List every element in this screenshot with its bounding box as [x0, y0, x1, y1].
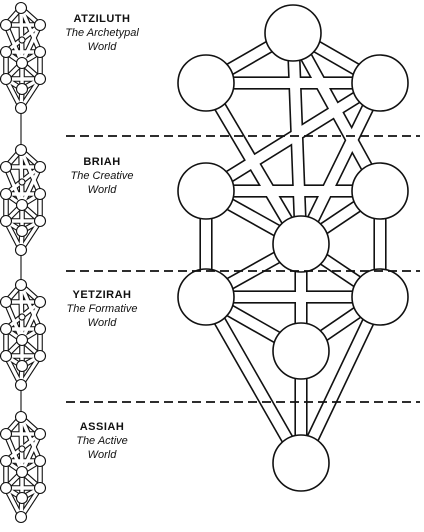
large-path-fill: [296, 80, 385, 247]
small-sephirah: [14, 410, 28, 424]
small-sephirah: [15, 465, 29, 479]
large-sephirah: [177, 268, 235, 326]
small-sephirah: [15, 82, 29, 96]
small-path-fill: [19, 284, 42, 330]
small-sephirah: [0, 18, 13, 32]
small-sephiroth: [0, 1, 47, 115]
small-sephirah: [0, 322, 13, 336]
world-subtitle: World: [87, 184, 117, 196]
large-sephirah: [264, 4, 322, 62]
small-sephiroth: [0, 143, 47, 257]
large-sephirah: [351, 162, 409, 220]
small-daath: [18, 36, 26, 44]
world-label-briah: BRIAH The Creative World: [62, 155, 142, 197]
small-sephirah: [0, 187, 13, 201]
small-sephirah: [33, 214, 47, 228]
large-tree: [177, 4, 409, 492]
small-path-fill: [19, 7, 42, 53]
small-trees: [0, 1, 47, 524]
large-path-fill: [201, 294, 306, 466]
small-sephirah: [14, 510, 28, 524]
small-sephirah: [0, 295, 13, 309]
small-sephirah: [0, 214, 13, 228]
small-path-fill: [19, 416, 42, 462]
world-dividers: [66, 135, 420, 403]
small-sephirah: [33, 481, 47, 495]
small-path-fill: [20, 166, 42, 206]
large-path-fill: [288, 30, 385, 194]
small-sephirah: [33, 160, 47, 174]
world-subtitle: The Active: [76, 435, 128, 447]
small-path-fill: [19, 416, 24, 473]
world-name: ATZILUTH: [73, 13, 131, 25]
large-sephirah: [351, 268, 409, 326]
large-path-fill: [288, 32, 306, 245]
world-label-assiah: ASSIAH The Active World: [62, 420, 142, 462]
small-sephirah: [0, 481, 13, 495]
small-sephirah: [14, 378, 28, 392]
world-subtitle: The Archetypal: [65, 27, 139, 39]
large-sephirah: [272, 215, 330, 273]
small-sephirah: [0, 72, 13, 86]
small-sephirah: [0, 349, 13, 363]
small-sephirah: [15, 56, 29, 70]
small-sephirah: [33, 454, 47, 468]
small-sephirah: [33, 295, 47, 309]
large-sephirah: [272, 322, 330, 380]
small-sephirah: [33, 427, 47, 441]
small-sephirah: [0, 427, 13, 441]
small-sephirah: [14, 243, 28, 257]
large-tree-sephiroth: [177, 4, 409, 492]
small-sephirah: [14, 278, 28, 292]
small-sephirah: [15, 333, 29, 347]
world-subtitle: The Creative: [70, 170, 134, 182]
small-path-fill: [20, 301, 42, 341]
small-sephirah: [33, 18, 47, 32]
small-sephirah: [0, 45, 13, 59]
small-sephirah: [14, 1, 28, 15]
small-sephirah: [14, 143, 28, 157]
small-path-fill: [19, 284, 24, 341]
world-label-yetzirah: YETZIRAH The Formative World: [62, 288, 142, 330]
small-sephirah: [33, 349, 47, 363]
small-daath: [18, 178, 26, 186]
small-tree: [0, 143, 47, 257]
large-sephirah: [351, 54, 409, 112]
small-sephiroth: [0, 410, 47, 524]
small-sephirah: [33, 187, 47, 201]
small-sephirah: [15, 198, 29, 212]
world-subtitle: World: [87, 317, 117, 329]
small-path-fill: [19, 7, 24, 64]
small-path-fill: [19, 149, 42, 195]
large-sephirah: [177, 54, 235, 112]
small-sephirah: [33, 45, 47, 59]
large-sephirah: [177, 162, 235, 220]
small-daath: [18, 445, 26, 453]
large-sephirah: [272, 434, 330, 492]
small-sephirah: [15, 224, 29, 238]
small-path-fill: [19, 149, 24, 206]
small-sephirah: [15, 491, 29, 505]
small-sephirah: [15, 359, 29, 373]
small-sephirah: [33, 72, 47, 86]
small-sephirah: [14, 101, 28, 115]
small-tree: [0, 1, 47, 115]
small-sephirah: [0, 454, 13, 468]
small-sephirah: [0, 160, 13, 174]
small-tree: [0, 410, 47, 524]
world-name: ASSIAH: [79, 421, 125, 433]
small-sephirah: [33, 322, 47, 336]
small-path-fill: [20, 24, 42, 64]
world-subtitle: The Formative: [66, 303, 138, 315]
world-name: BRIAH: [83, 156, 121, 168]
small-tree: [0, 278, 47, 392]
world-name: YETZIRAH: [72, 289, 132, 301]
world-subtitle: World: [87, 449, 117, 461]
large-path-fill: [296, 294, 385, 466]
small-daath: [18, 313, 26, 321]
world-label-atziluth: ATZILUTH The Archetypal World: [62, 12, 142, 54]
world-subtitle: World: [87, 41, 117, 53]
small-path-fill: [20, 433, 42, 473]
